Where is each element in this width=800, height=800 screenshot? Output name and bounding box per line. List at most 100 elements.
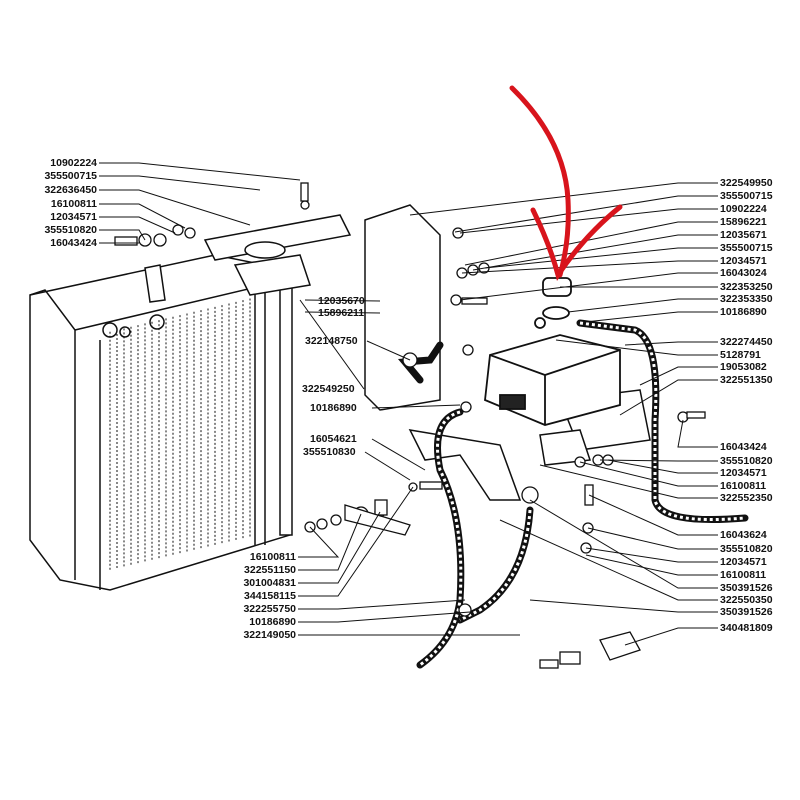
expansion-tank [484, 277, 621, 426]
leader-line [579, 461, 718, 487]
part-number-label: 16100811 [720, 569, 766, 581]
leader-line [304, 299, 381, 302]
leader-line [366, 340, 411, 361]
part-number-label: 344158115 [244, 590, 296, 602]
leader-line [459, 208, 718, 234]
part-number-label: 12034571 [720, 255, 767, 267]
part-number-label: 15896211 [318, 307, 364, 319]
leader-line [99, 162, 301, 181]
leader-line [99, 229, 146, 241]
leader-line [299, 299, 365, 390]
leader-line [529, 499, 718, 589]
part-number-label: 322255750 [243, 603, 296, 615]
part-number-label: 16100811 [51, 198, 97, 210]
leader-line [624, 341, 718, 346]
part-number-label: 355500715 [44, 170, 97, 182]
leader-line [624, 627, 718, 646]
leader-line [461, 260, 718, 274]
leader-line [639, 366, 718, 386]
part-number-label: 16043424 [720, 441, 767, 453]
radiator [29, 254, 293, 591]
leader-line [459, 272, 718, 301]
part-number-label: 322549250 [302, 383, 355, 395]
part-number-label: 355510830 [303, 446, 356, 458]
leader-line [364, 451, 411, 481]
leader-line [588, 494, 718, 536]
part-number-label: 355510820 [44, 224, 97, 236]
part-number-label: 355510820 [720, 543, 773, 555]
leader-line [464, 221, 718, 266]
part-number-label: 15896221 [720, 216, 767, 228]
part-number-label: 16054621 [310, 433, 357, 445]
part-number-label: 350391526 [720, 606, 773, 618]
part-number-label: 322549950 [720, 177, 773, 189]
leader-line [584, 311, 718, 323]
part-number-label: 10902224 [50, 157, 97, 169]
part-number-label: 355500715 [720, 242, 773, 254]
part-number-label: 322353250 [720, 281, 773, 293]
part-number-label: 10186890 [249, 616, 296, 628]
part-number-label: 16043024 [720, 267, 767, 279]
leader-line [472, 234, 718, 271]
leader-line [298, 486, 414, 597]
leader-line [585, 554, 718, 576]
leader-line [607, 459, 718, 474]
leader-line [99, 189, 251, 226]
part-number-label: 16100811 [250, 551, 296, 563]
part-number-label: 322148750 [305, 335, 358, 347]
leader-line [298, 526, 340, 558]
part-number-label: 301004831 [243, 577, 296, 589]
part-number-label: 10902224 [720, 203, 767, 215]
part-number-label: 322149050 [243, 629, 296, 641]
leader-line [99, 203, 186, 229]
leader-line [454, 195, 718, 233]
part-number-label: 5128791 [720, 349, 761, 361]
leader-line [585, 547, 718, 563]
leader-line [499, 519, 718, 601]
part-number-label: 12034571 [720, 556, 767, 568]
part-number-label: 10186890 [720, 306, 767, 318]
part-number-label: 322550350 [720, 594, 773, 606]
leader-line [599, 459, 718, 462]
part-number-label: 12035671 [720, 229, 767, 241]
part-number-label: 322274450 [720, 336, 773, 348]
part-number-label: 355510820 [720, 455, 773, 467]
part-number-label: 16100811 [720, 480, 766, 492]
leader-line [409, 182, 718, 216]
part-number-label: 12034571 [50, 211, 97, 223]
leader-line [99, 216, 176, 234]
part-number-label: 322551150 [244, 564, 296, 576]
part-number-label: 12034571 [720, 467, 767, 479]
part-number-label: 322353350 [720, 293, 773, 305]
top-bracket [144, 214, 352, 303]
part-number-label: 12035670 [318, 295, 365, 307]
leader-line [371, 438, 426, 471]
leader-line [484, 247, 718, 269]
hoses-inner [419, 321, 746, 667]
leader-line [298, 511, 381, 584]
part-number-label: 322552350 [720, 492, 773, 504]
leader-line [298, 599, 466, 610]
part-number-label: 16043424 [50, 237, 97, 249]
leader-line [677, 419, 718, 448]
leader-line [539, 464, 718, 499]
leader-lines [99, 162, 718, 646]
part-number-labels: 1090222435550071532263645016100811120345… [44, 157, 772, 641]
leader-line [587, 527, 718, 550]
part-number-label: 350391526 [720, 582, 773, 594]
leader-line [567, 298, 718, 313]
leader-line [298, 611, 471, 623]
part-number-label: 322636450 [44, 184, 97, 196]
leader-line [529, 599, 718, 613]
part-number-label: 355500715 [720, 190, 773, 202]
leader-line [99, 175, 261, 191]
part-number-label: 322551350 [720, 374, 773, 386]
red-arrow-icon [509, 85, 623, 281]
part-number-label: 10186890 [310, 402, 357, 414]
part-number-label: 19053082 [720, 361, 767, 373]
leader-line [298, 513, 362, 571]
part-number-label: 16043624 [720, 529, 767, 541]
leader-line [371, 404, 461, 409]
